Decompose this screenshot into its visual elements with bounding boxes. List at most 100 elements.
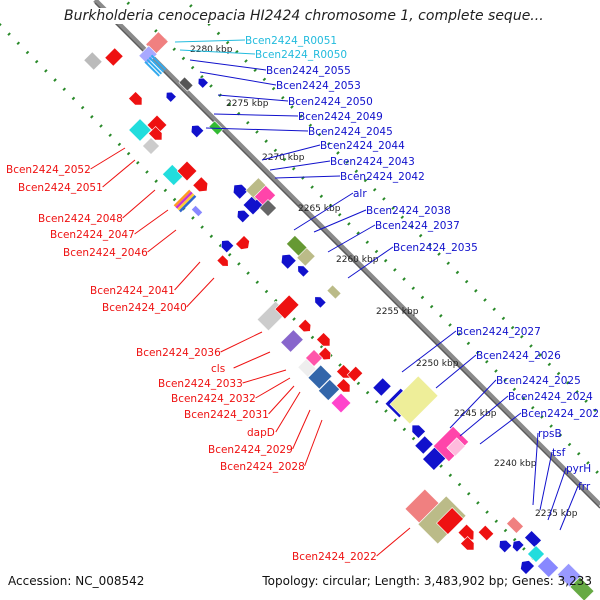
gene-label-left[interactable]: Bcen2424_2033 (158, 378, 243, 390)
gene-feature[interactable] (104, 47, 124, 67)
gene-label-left[interactable]: Bcen2424_2047 (50, 229, 135, 241)
gene-feature[interactable] (190, 204, 204, 218)
gene-feature[interactable] (173, 189, 197, 213)
gene-label-right[interactable]: Bcen2424_2035 (393, 242, 478, 254)
tick-dot-line (182, 0, 600, 418)
gene-label-right[interactable]: Bcen2424_R0050 (255, 49, 347, 61)
gene-label-left[interactable]: Bcen2424_2028 (220, 461, 305, 473)
gene-label-right[interactable]: rpsB (538, 428, 562, 440)
gene-feature[interactable] (296, 247, 316, 267)
gene-feature[interactable] (414, 435, 434, 455)
gene-feature[interactable] (280, 329, 304, 353)
gene-labels[interactable]: Bcen2424_R0051Bcen2424_R0050Bcen2424_205… (6, 35, 600, 563)
gene-label-right[interactable]: Bcen2424_2042 (340, 171, 425, 183)
gene-feature[interactable] (234, 207, 251, 224)
gene-label-left[interactable]: cls (211, 363, 225, 375)
gene-feature[interactable] (496, 537, 513, 554)
gene-label-right[interactable]: Bcen2424_R0051 (245, 35, 337, 47)
gene-label-right[interactable]: Bcen2424_2049 (298, 111, 383, 123)
gene-label-right[interactable]: alr (353, 188, 367, 200)
gene-label-right[interactable]: tsf (552, 447, 566, 459)
gene-feature[interactable] (389, 375, 439, 425)
gene-feature[interactable] (330, 392, 352, 414)
gene-feature[interactable] (316, 332, 334, 350)
gene-label-right[interactable]: Bcen2424_2037 (375, 220, 460, 232)
gene-feature[interactable] (216, 254, 231, 269)
gene-label-right[interactable]: Bcen2424_2044 (320, 140, 405, 152)
gene-feature[interactable] (436, 507, 464, 535)
gene-label-left[interactable]: Bcen2424_2051 (18, 182, 103, 194)
gene-feature[interactable] (192, 176, 211, 195)
gene-feature[interactable] (312, 294, 327, 309)
gene-label-right[interactable]: Bcen2424_2053 (276, 80, 361, 92)
gene-feature[interactable] (326, 284, 342, 300)
gene-feature[interactable] (295, 263, 310, 278)
gene-label-right[interactable]: frr (578, 481, 591, 493)
right-leader-line (401, 330, 457, 373)
gene-label-right[interactable]: Bcen2424_2043 (330, 156, 415, 168)
gene-feature[interactable] (409, 422, 426, 439)
gene-feature[interactable] (569, 576, 595, 600)
gene-feature[interactable] (527, 545, 545, 563)
gene-label-left[interactable]: Bcen2424_2022 (292, 551, 377, 563)
gene-label-left[interactable]: Bcen2424_2040 (102, 302, 187, 314)
gene-label-right[interactable]: Bcen2424_2024 (508, 391, 593, 403)
gene-feature[interactable] (148, 126, 166, 144)
gene-feature[interactable] (164, 90, 177, 103)
gene-label-right[interactable]: Bcen2424_2055 (266, 65, 351, 77)
gene-label-right[interactable]: Bcen2424_2023 (521, 408, 600, 420)
gene-feature[interactable] (336, 378, 354, 396)
gene-feature[interactable] (176, 160, 198, 182)
gene-label-left[interactable]: Bcen2424_2052 (6, 164, 91, 176)
gene-feature[interactable] (128, 118, 152, 142)
gene-feature[interactable] (274, 294, 300, 320)
gene-label-left[interactable]: dapD (247, 427, 275, 439)
gene-feature[interactable] (128, 91, 146, 109)
gene-label-left[interactable]: Bcen2424_2046 (63, 247, 148, 259)
gene-feature[interactable] (144, 54, 167, 77)
gene-label-right[interactable]: pyrH (566, 463, 591, 475)
gene-feature[interactable] (259, 199, 277, 217)
gene-feature[interactable] (524, 530, 542, 548)
gene-label-right[interactable]: Bcen2424_2038 (366, 205, 451, 217)
gene-feature[interactable] (446, 437, 466, 457)
gene-feature[interactable] (297, 318, 314, 335)
gene-label-left[interactable]: Bcen2424_2036 (136, 347, 221, 359)
gene-label-right[interactable]: Bcen2424_2050 (288, 96, 373, 108)
gene-feature[interactable] (536, 555, 560, 579)
gene-feature[interactable] (235, 235, 253, 253)
gene-feature[interactable] (218, 237, 235, 254)
gene-feature[interactable] (317, 378, 341, 402)
gene-label-right[interactable]: Bcen2424_2027 (456, 326, 541, 338)
gene-label-left[interactable]: Bcen2424_2048 (38, 213, 123, 225)
gene-feature[interactable] (372, 377, 392, 397)
gene-label-left[interactable]: Bcen2424_2041 (90, 285, 175, 297)
gene-feature[interactable] (510, 538, 525, 553)
gene-label-right[interactable]: Bcen2424_2026 (476, 350, 561, 362)
gene-feature[interactable] (178, 76, 194, 92)
gene-label-left[interactable]: Bcen2424_2031 (184, 409, 269, 421)
gene-feature[interactable] (346, 365, 364, 383)
box-glyph (104, 47, 124, 67)
gene-feature[interactable] (83, 51, 103, 71)
gene-label-left[interactable]: Bcen2424_2029 (208, 444, 293, 456)
gene-label-left[interactable]: Bcen2424_2032 (171, 393, 256, 405)
gene-feature[interactable] (230, 181, 249, 200)
gene-feature[interactable] (477, 524, 495, 542)
gene-feature[interactable] (307, 364, 333, 390)
gene-feature[interactable] (460, 536, 478, 554)
gene-feature[interactable] (196, 76, 209, 89)
gene-label-right[interactable]: Bcen2424_2025 (496, 375, 581, 387)
feature-glyphs (83, 31, 595, 600)
gene-feature[interactable] (518, 558, 535, 575)
gene-feature[interactable] (253, 184, 277, 208)
box-glyph (389, 375, 439, 425)
gene-label-right[interactable]: Bcen2424_2045 (308, 126, 393, 138)
gene-feature[interactable] (297, 358, 317, 378)
map-title: Burkholderia cenocepacia HI2424 chromoso… (64, 8, 594, 24)
gene-feature[interactable] (506, 516, 524, 534)
gene-feature[interactable] (188, 122, 205, 139)
gene-feature[interactable] (142, 137, 160, 155)
gene-feature[interactable] (278, 251, 297, 270)
gene-feature[interactable] (336, 364, 354, 382)
